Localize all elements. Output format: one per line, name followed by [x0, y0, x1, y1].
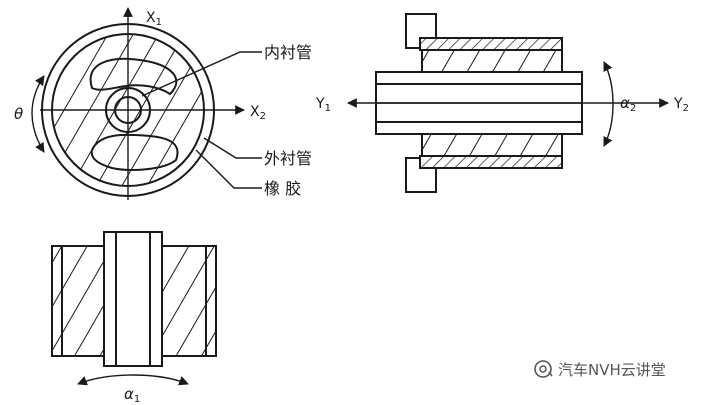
upper-rubber [421, 49, 563, 73]
watermark-text: 汽车NVH云讲堂 [558, 361, 666, 379]
inner-tube-bore [114, 96, 142, 124]
inner-tube-leader [141, 51, 262, 97]
theta-label: θ [14, 105, 23, 123]
watermark: 汽车NVH云讲堂 [534, 360, 666, 379]
alpha1-rotation-arrow [77, 374, 189, 386]
right-rubber-block [161, 245, 217, 357]
lower-rubber [421, 133, 563, 157]
left-rubber-block [51, 245, 105, 357]
lower-outer-tube-wall [419, 155, 563, 169]
rubber-leader [195, 149, 262, 189]
rubber-label: 橡 胶 [264, 179, 301, 198]
alpha1-label: α1 [124, 385, 140, 405]
bottom-side-view: α1 [51, 231, 217, 405]
inner-tube-outer-circle [105, 87, 151, 133]
side-section-view: Y1 Y2 α2 [315, 13, 689, 193]
rubber-hatch [52, 34, 204, 186]
upper-outer-tube-wall [419, 37, 563, 51]
outer-tube-label: 外衬管 [264, 149, 312, 168]
y2-label: Y2 [673, 96, 689, 114]
inner-tube-label: 内衬管 [264, 43, 312, 62]
lower-void [90, 133, 179, 171]
front-view: X1 X2 θ 内衬管 外衬管 橡 胶 [14, 7, 312, 200]
upper-void [89, 57, 178, 96]
wechat-official-account-icon [534, 360, 553, 378]
center-inner-tube [103, 231, 163, 367]
x2-label: X2 [250, 104, 266, 122]
alpha2-label: α2 [620, 94, 636, 114]
y1-label: Y1 [315, 96, 331, 114]
theta-rotation-arrow [31, 75, 45, 153]
x1-label: X1 [146, 10, 162, 28]
alpha2-rotation-arrow [603, 61, 614, 147]
outer-tube-leader [203, 137, 262, 159]
